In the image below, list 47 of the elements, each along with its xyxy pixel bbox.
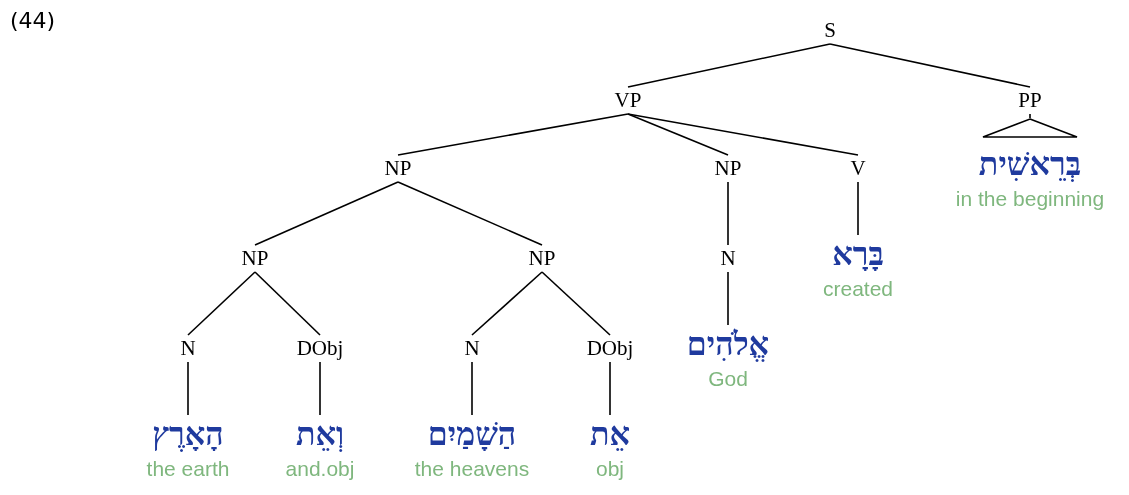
category-label: N	[462, 335, 482, 362]
branch-line	[627, 113, 859, 156]
gloss: God	[708, 367, 748, 391]
branch-line	[471, 361, 473, 416]
category-label: S	[822, 17, 838, 44]
gloss: the earth	[146, 457, 230, 481]
hebrew-word: הַשָׁמַיִם	[426, 415, 518, 453]
category-label: NP	[382, 155, 414, 182]
hebrew-word: בְּרֵאשִׁית	[977, 145, 1083, 183]
hebrew-word: הָאָרֶץ	[151, 415, 225, 453]
branch-line	[319, 361, 321, 416]
gloss: in the beginning	[955, 187, 1105, 211]
example-number: (44)	[10, 8, 56, 33]
category-label: N	[718, 245, 738, 272]
branch-line	[254, 271, 321, 336]
category-label: N	[178, 335, 198, 362]
branch-line	[857, 181, 859, 236]
gloss: the heavens	[414, 457, 530, 481]
hebrew-word: אֱלֹהִים	[686, 325, 770, 363]
hebrew-word: אֵת	[589, 415, 631, 453]
branch-line	[397, 181, 543, 246]
branch-line	[829, 43, 1031, 88]
gloss: and.obj	[285, 457, 355, 481]
gloss: obj	[596, 457, 624, 481]
branch-line	[727, 271, 729, 326]
branch-line	[727, 181, 729, 246]
hebrew-word: בָּרָא	[831, 235, 885, 273]
branch-line	[541, 271, 611, 336]
branch-line	[187, 271, 256, 336]
branch-line	[471, 271, 543, 336]
category-label: NP	[239, 245, 271, 272]
category-label: DObj	[294, 335, 346, 362]
branch-line	[254, 181, 399, 246]
branch-line	[627, 113, 729, 156]
hebrew-word: וְאֵת	[294, 415, 346, 453]
category-label: NP	[526, 245, 558, 272]
category-label: VP	[612, 87, 644, 114]
branch-line	[609, 361, 611, 416]
branch-line	[627, 43, 831, 88]
category-label: DObj	[584, 335, 636, 362]
category-label: PP	[1016, 87, 1044, 114]
branch-line	[1029, 113, 1031, 119]
branch-line	[187, 361, 189, 416]
gloss: created	[823, 277, 893, 301]
category-label: V	[848, 155, 868, 182]
category-label: NP	[712, 155, 744, 182]
branch-line	[397, 113, 629, 156]
